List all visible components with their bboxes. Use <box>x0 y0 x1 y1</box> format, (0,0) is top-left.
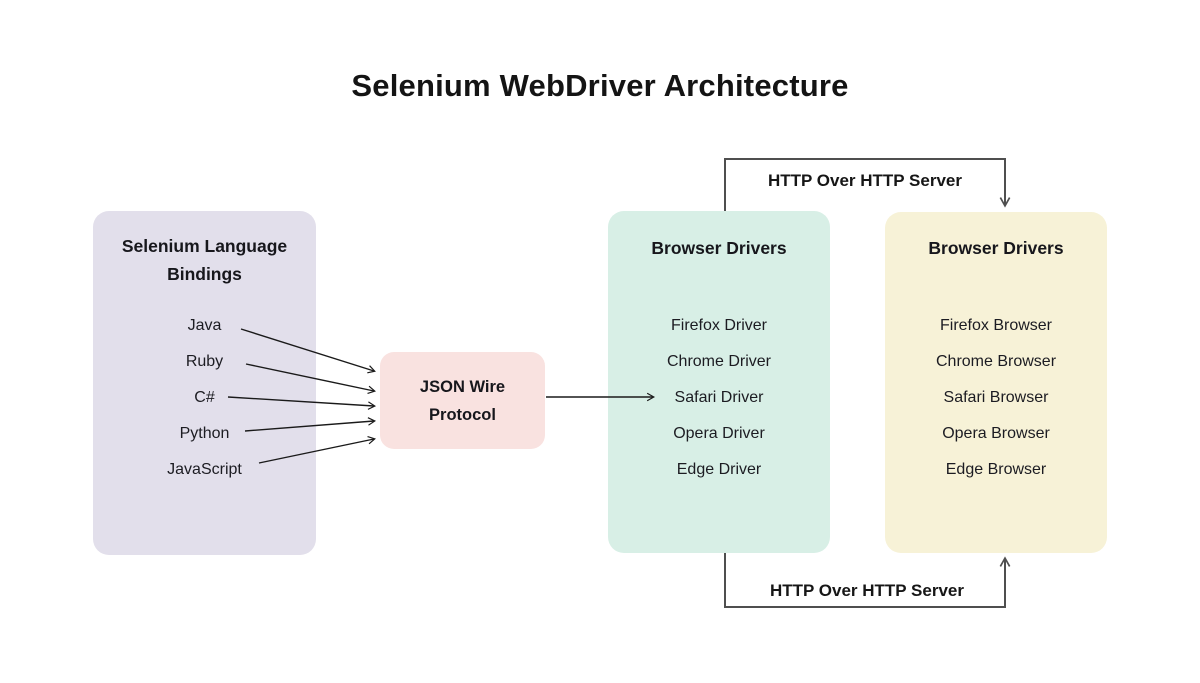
list-item-edge-driver: Edge Driver <box>676 461 762 478</box>
list-item-safari-driver: Safari Driver <box>674 389 764 406</box>
list-item-edge-browser: Edge Browser <box>945 461 1047 478</box>
node-json-wire-protocol: JSON Wire Protocol <box>380 352 545 449</box>
list-item-safari-browser: Safari Browser <box>943 389 1049 406</box>
node-title-json-wire-protocol: JSON Wire Protocol <box>419 377 506 424</box>
page-title: Selenium WebDriver Architecture <box>351 68 849 103</box>
list-item-chrome-driver: Chrome Driver <box>666 353 771 370</box>
list-item-java: Java <box>187 317 222 334</box>
node-title-browser-drivers: Browser Drivers <box>651 238 787 258</box>
list-item-chrome-browser: Chrome Browser <box>935 353 1057 370</box>
list-item-python: Python <box>179 425 230 442</box>
list-item-firefox-browser: Firefox Browser <box>939 317 1053 334</box>
list-item-opera-driver: Opera Driver <box>673 425 765 442</box>
driver-list: Firefox Driver Chrome Driver Safari Driv… <box>608 308 830 488</box>
connector-label-top: HTTP Over HTTP Server <box>767 171 962 190</box>
node-browsers: Browser Drivers Firefox Browser Chrome B… <box>885 212 1107 553</box>
list-item-opera-browser: Opera Browser <box>942 425 1050 442</box>
node-title-browsers: Browser Drivers <box>928 238 1064 258</box>
connector-label-bottom: HTTP Over HTTP Server <box>769 581 964 600</box>
language-list: Java Ruby C# Python JavaScript <box>93 308 316 488</box>
list-item-firefox-driver: Firefox Driver <box>670 317 767 334</box>
node-browser-drivers: Browser Drivers Firefox Driver Chrome Dr… <box>608 211 830 553</box>
list-item-ruby: Ruby <box>185 353 224 370</box>
node-selenium-language-bindings: Selenium Language Bindings Java Ruby C# … <box>93 211 316 555</box>
node-title-language-bindings: Selenium Language Bindings <box>121 236 288 284</box>
list-item-javascript: JavaScript <box>167 461 242 478</box>
list-item-csharp: C# <box>194 389 215 406</box>
browser-list: Firefox Browser Chrome Browser Safari Br… <box>885 308 1107 488</box>
